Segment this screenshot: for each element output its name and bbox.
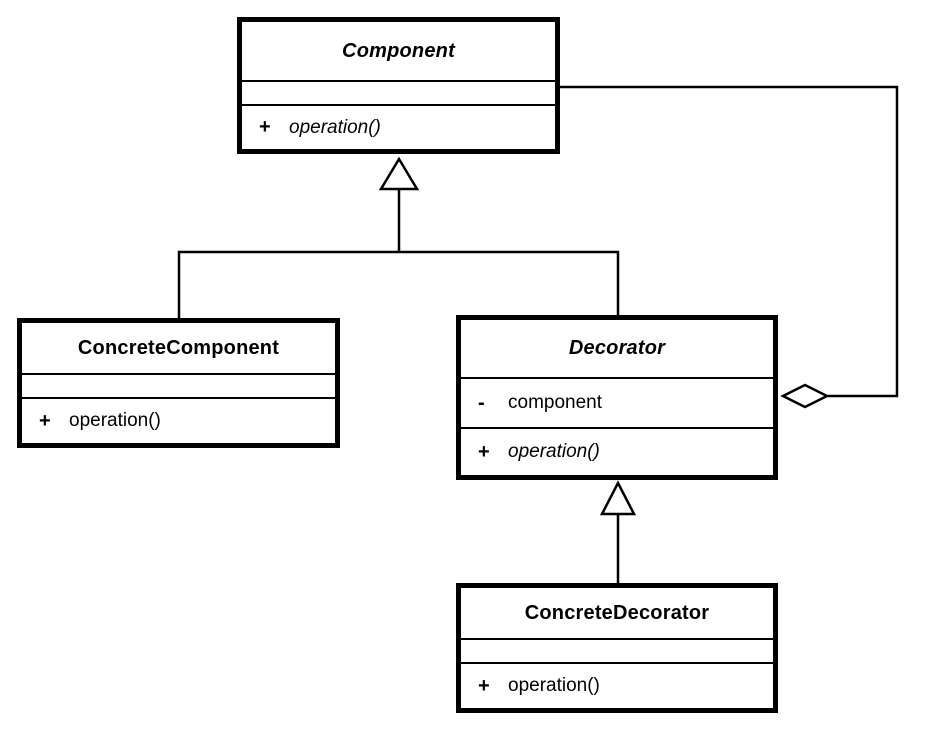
member-component-operation: + operation(): [242, 116, 555, 139]
visibility-symbol: +: [259, 116, 271, 138]
aggregation-diamond-icon: [780, 383, 830, 409]
inheritance-triangle-decorator-icon: [599, 480, 637, 516]
member-name: operation(): [508, 441, 600, 462]
attributes-section-concrete-decorator: [461, 638, 773, 662]
generalization-branch-line: [177, 189, 620, 318]
attributes-section-decorator: - component: [461, 377, 773, 427]
attributes-section-concrete-component: [22, 373, 335, 397]
class-box-decorator: Decorator - component + operation(): [456, 315, 778, 480]
visibility-symbol: +: [478, 440, 490, 463]
member-name: operation(): [69, 410, 161, 431]
class-box-concrete-component: ConcreteComponent + operation(): [17, 318, 340, 448]
operations-section-concrete-component: + operation(): [22, 397, 335, 443]
class-name-component: Component: [342, 39, 455, 62]
operations-section-component: + operation(): [242, 104, 555, 149]
operations-section-concrete-decorator: + operation(): [461, 662, 773, 708]
visibility-symbol: +: [39, 409, 51, 432]
inheritance-triangle-component-icon: [378, 156, 420, 191]
member-decorator-component: - component: [461, 392, 773, 415]
member-name: operation(): [508, 675, 600, 696]
class-name-concrete-component: ConcreteComponent: [77, 336, 280, 359]
visibility-symbol: -: [478, 391, 485, 414]
aggregation-line: [560, 85, 899, 398]
member-concrete-component-operation: + operation(): [22, 410, 335, 433]
class-box-concrete-decorator: ConcreteDecorator + operation(): [456, 583, 778, 713]
operations-section-decorator: + operation(): [461, 427, 773, 475]
attributes-section-component: [242, 80, 555, 104]
member-decorator-operation: + operation(): [461, 441, 773, 464]
class-box-component: Component + operation(): [237, 17, 560, 154]
member-name: component: [508, 392, 603, 413]
class-name-concrete-decorator: ConcreteDecorator: [524, 601, 710, 624]
member-name: operation(): [289, 116, 381, 138]
visibility-symbol: +: [478, 674, 490, 697]
member-concrete-decorator-operation: + operation(): [461, 675, 773, 698]
class-name-decorator: Decorator: [568, 337, 666, 359]
